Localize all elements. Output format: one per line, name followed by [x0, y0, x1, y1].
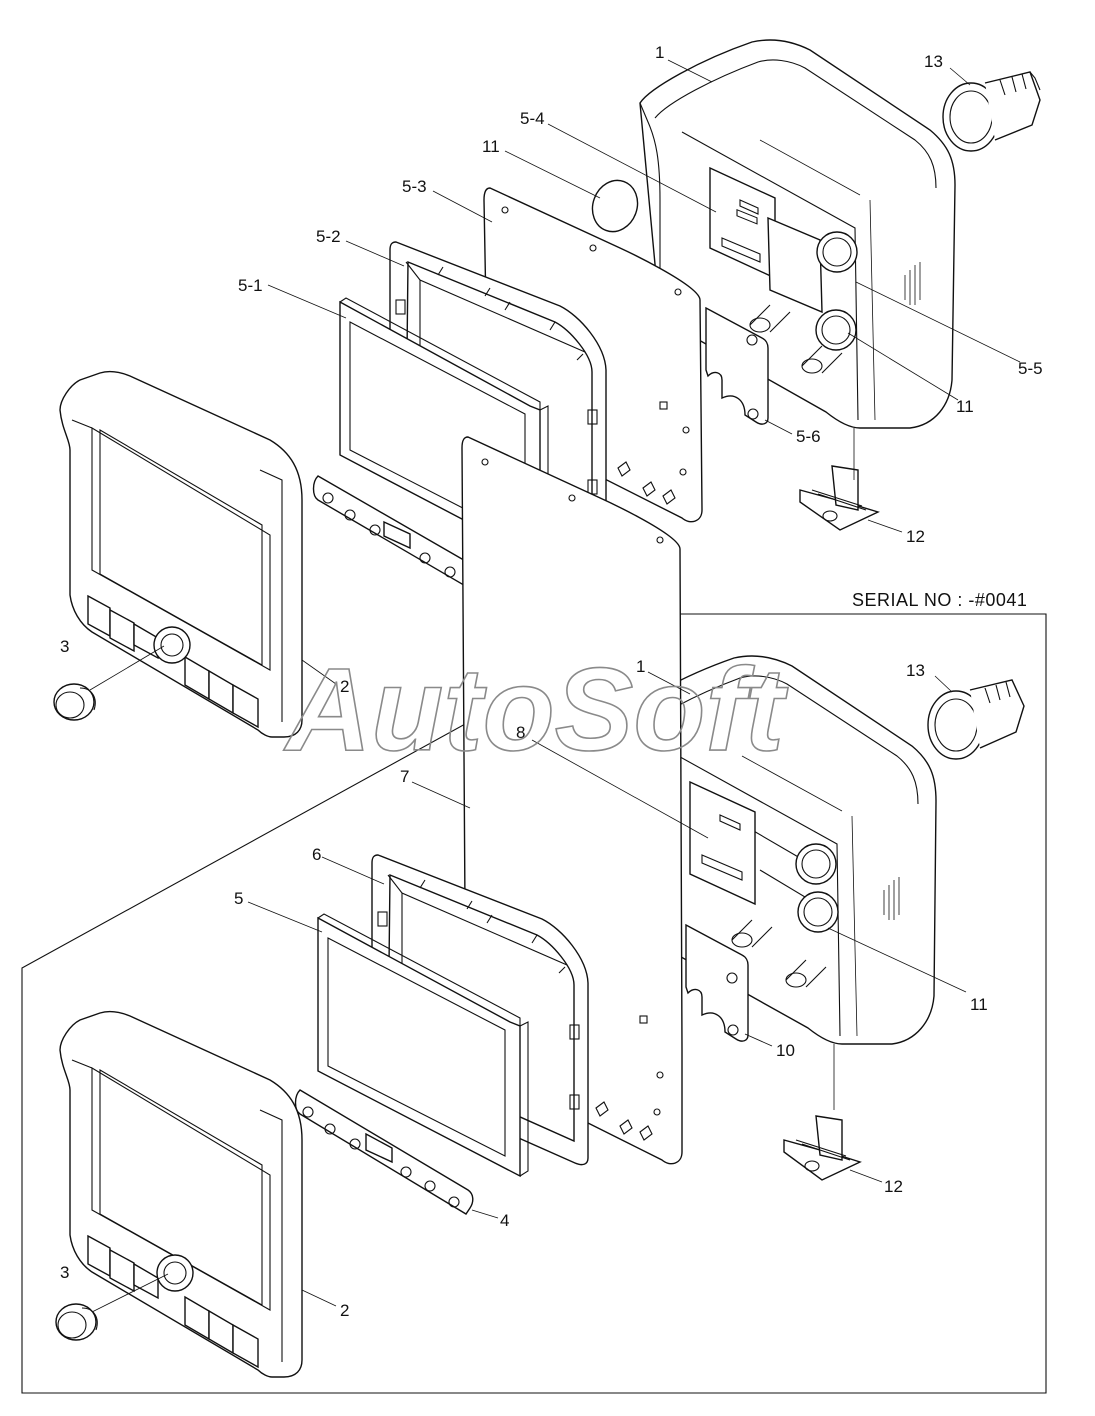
- grommet-13: [942, 71, 1041, 152]
- callout-2-b: 2: [340, 1301, 349, 1320]
- round-cover-11: [591, 179, 639, 233]
- callout-5: 5: [234, 889, 243, 908]
- front-bezel-2: [59, 370, 303, 738]
- watermark: AutoSoft: [283, 644, 789, 776]
- callout-5-6: 5-6: [796, 427, 821, 446]
- callout-10: 10: [776, 1041, 795, 1060]
- bottom-leader-lines: [91, 671, 967, 1313]
- callout-5-1: 5-1: [238, 276, 263, 295]
- bottom-assembly: 1 13 8 7 6 5 11 10 12 4 3 2: [55, 436, 1025, 1378]
- lcd-panel-5: [317, 913, 529, 1178]
- bracket-10: [685, 923, 749, 1042]
- button-strip-4-b: [294, 1089, 474, 1215]
- bracket-5-6: [705, 306, 769, 425]
- front-bezel-2-b: [59, 1010, 303, 1378]
- callout-13-b: 13: [906, 661, 925, 680]
- grommet-13-b: [927, 679, 1025, 760]
- callout-5-3: 5-3: [402, 177, 427, 196]
- circuit-board-8: [689, 780, 839, 933]
- callout-12: 12: [906, 527, 925, 546]
- callout-11-b: 11: [956, 397, 974, 416]
- callout-1: 1: [655, 43, 664, 62]
- foot-12: [799, 465, 880, 531]
- callout-5-4: 5-4: [520, 109, 545, 128]
- foot-12-b: [783, 1115, 862, 1181]
- callout-12-b: 12: [884, 1177, 903, 1196]
- callout-11-c: 11: [970, 995, 988, 1014]
- callout-2: 2: [340, 677, 349, 696]
- callout-6: 6: [312, 845, 321, 864]
- top-assembly: 1 13 5-4 11 5-3 5-2 5-1 5-5 11 5-6 12 4 …: [53, 39, 1043, 738]
- callout-5-5: 5-5: [1018, 359, 1043, 378]
- callout-13: 13: [924, 52, 943, 71]
- callout-3: 3: [60, 637, 69, 656]
- circuit-board-5-5: [767, 216, 858, 351]
- serial-note: SERIAL NO : -#0041: [852, 590, 1027, 610]
- callout-3-b: 3: [60, 1263, 69, 1282]
- knob-3: [53, 683, 96, 721]
- callout-4-b: 4: [500, 1211, 509, 1230]
- callout-11: 11: [482, 137, 500, 156]
- callout-7: 7: [400, 767, 409, 786]
- callout-1-b: 1: [636, 657, 645, 676]
- callout-8: 8: [516, 723, 525, 742]
- callout-5-2: 5-2: [316, 227, 341, 246]
- knob-3-b: [55, 1303, 98, 1341]
